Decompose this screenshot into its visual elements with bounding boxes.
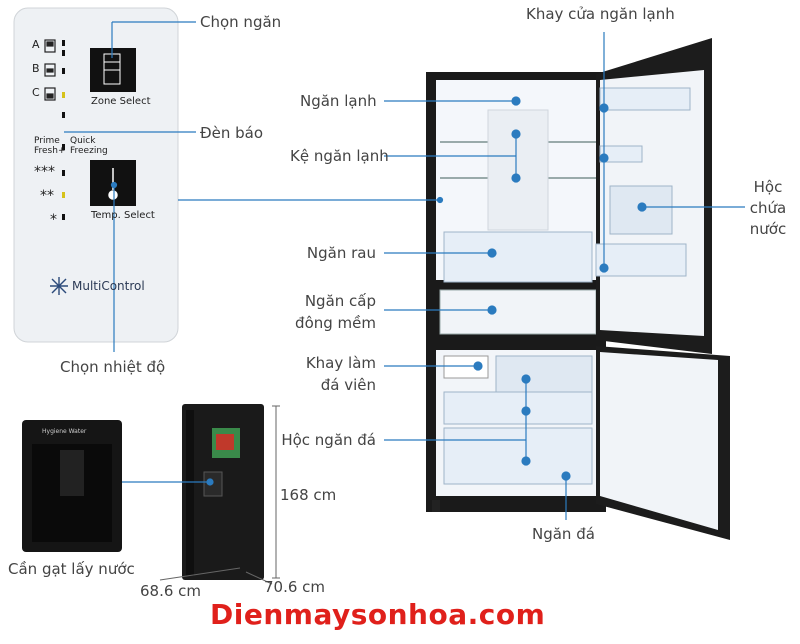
label-hoc-ngan-da: Hộc ngăn đá xyxy=(281,431,376,449)
quick-freezing-label-1: Quick xyxy=(70,136,96,146)
snowflake-icon xyxy=(50,277,68,295)
label-ngan-cap-dong-1: Ngăn cấp xyxy=(304,292,376,310)
prime-fresh-label-1: Prime xyxy=(34,136,60,146)
multicontrol-label: MultiControl xyxy=(72,279,145,293)
website-watermark: Dienmaysonhoa.com xyxy=(210,598,546,631)
main-fridge xyxy=(426,38,730,540)
dim-depth: 70.6 cm xyxy=(264,578,326,596)
leader-lines xyxy=(64,21,745,520)
dispenser-brand: Hygiene Water xyxy=(42,428,87,435)
stars-1: * xyxy=(50,212,57,228)
label-khay-lam-da-2: đá viên xyxy=(320,376,376,394)
label-ngan-lanh: Ngăn lạnh xyxy=(300,92,377,110)
dim-height: 168 cm xyxy=(280,486,337,504)
dispenser-image xyxy=(22,420,122,552)
dim-width: 68.6 cm xyxy=(140,582,202,600)
label-chon-ngan: Chọn ngăn xyxy=(200,13,282,31)
label-ke-ngan-lanh: Kệ ngăn lạnh xyxy=(290,147,389,165)
zone-label-b: B xyxy=(32,62,40,75)
label-khay-lam-da-1: Khay làm xyxy=(305,354,376,372)
prime-fresh-label-2: Fresh+ xyxy=(34,146,66,156)
quick-freezing-label-2: Freezing xyxy=(70,146,108,156)
label-hoc-chua-nuoc-1: Hộc xyxy=(753,178,783,196)
label-khay-cua: Khay cửa ngăn lạnh xyxy=(526,5,675,23)
temp-select-label: Temp. Select xyxy=(91,210,155,221)
stars-2: ** xyxy=(40,188,54,204)
zone-icons xyxy=(44,39,56,101)
label-ngan-da: Ngăn đá xyxy=(532,525,595,543)
indicator-lights xyxy=(62,40,65,220)
label-ngan-rau: Ngăn rau xyxy=(306,244,376,262)
small-fridge-image xyxy=(182,404,264,580)
zone-label-a: A xyxy=(32,38,40,51)
label-can-gat: Cần gạt lấy nước xyxy=(8,560,135,578)
zone-label-c: C xyxy=(32,86,40,99)
label-ngan-cap-dong-2: đông mềm xyxy=(295,314,376,332)
label-chon-nhiet-do: Chọn nhiệt độ xyxy=(60,358,166,376)
zone-select-label: Zone Select xyxy=(91,96,151,107)
label-hoc-chua-nuoc-3: nước xyxy=(749,220,787,238)
dimension-lines xyxy=(159,405,280,585)
stars-3: *** xyxy=(34,164,55,180)
label-den-bao: Đèn báo xyxy=(200,124,264,142)
label-hoc-chua-nuoc-2: chứa xyxy=(749,199,787,217)
